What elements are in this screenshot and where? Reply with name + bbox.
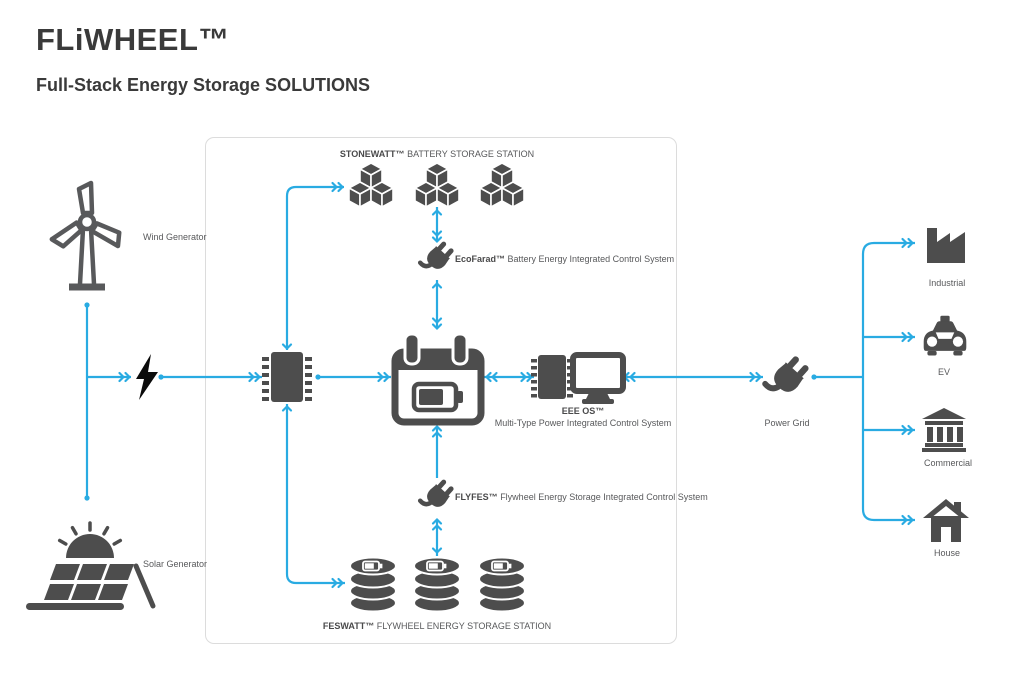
battery-cube-stacks-icon bbox=[340, 160, 536, 216]
eee-os-chip-icon bbox=[531, 355, 573, 399]
flywheel-station-brand: FESWATT™ bbox=[322, 621, 375, 631]
eee-os-caption: EEE OS™ Multi-Type Power Integrated Cont… bbox=[493, 405, 673, 429]
battery-station-caption: STONEWATT™ BATTERY STORAGE STATION bbox=[285, 148, 589, 160]
load-label-ev: EV bbox=[937, 367, 950, 377]
system-boundary-panel bbox=[205, 137, 677, 644]
eee-os-brand: EEE OS™ bbox=[561, 406, 605, 416]
house-icon bbox=[923, 499, 969, 542]
battery-station-brand: STONEWATT™ bbox=[339, 149, 405, 159]
flyfes-caption: FLYFES™ Flywheel Energy Storage Integrat… bbox=[455, 491, 708, 503]
battery-station-text: BATTERY STORAGE STATION bbox=[404, 149, 535, 159]
inverter-chip-icon bbox=[262, 352, 312, 402]
solar-panel-icon bbox=[26, 521, 156, 610]
eee-os-text: Multi-Type Power Integrated Control Syst… bbox=[494, 418, 672, 428]
ecofarad-plug-icon bbox=[417, 241, 454, 269]
ecofarad-brand: EcoFarad™ bbox=[455, 254, 506, 264]
monitor-icon bbox=[570, 352, 626, 404]
factory-icon bbox=[927, 228, 965, 263]
page-subtitle: Full-Stack Energy Storage SOLUTIONS bbox=[36, 75, 371, 95]
battery-storage-icon bbox=[391, 332, 485, 426]
wind-generator-label: Wind Generator bbox=[143, 232, 207, 242]
power-grid-plug-icon bbox=[762, 356, 809, 392]
ev-car-icon bbox=[923, 315, 967, 356]
flywheel-station-text: FLYWHEEL ENERGY STORAGE STATION bbox=[374, 621, 552, 631]
flywheel-cylinder-stacks-icon bbox=[349, 556, 526, 613]
bank-building-icon bbox=[922, 408, 966, 452]
flyfes-text: Flywheel Energy Storage Integrated Contr… bbox=[497, 492, 708, 502]
wind-turbine-icon bbox=[49, 180, 122, 291]
page-title: FLiWHEEL™ bbox=[36, 22, 230, 57]
lightning-bolt-icon bbox=[136, 354, 158, 400]
flyfes-plug-icon bbox=[417, 479, 454, 507]
load-label-industrial: Industrial bbox=[928, 278, 966, 288]
load-label-house: House bbox=[933, 548, 960, 558]
flyfes-brand: FLYFES™ bbox=[455, 492, 498, 502]
flywheel-station-caption: FESWATT™ FLYWHEEL ENERGY STORAGE STATION bbox=[285, 620, 589, 632]
load-label-commercial: Commercial bbox=[923, 458, 972, 468]
solar-generator-label: Solar Generator bbox=[143, 559, 208, 569]
ecofarad-caption: EcoFarad™ Battery Energy Integrated Cont… bbox=[455, 253, 674, 265]
power-grid-label: Power Grid bbox=[764, 418, 810, 428]
ecofarad-text: Battery Energy Integrated Control System bbox=[505, 254, 675, 264]
